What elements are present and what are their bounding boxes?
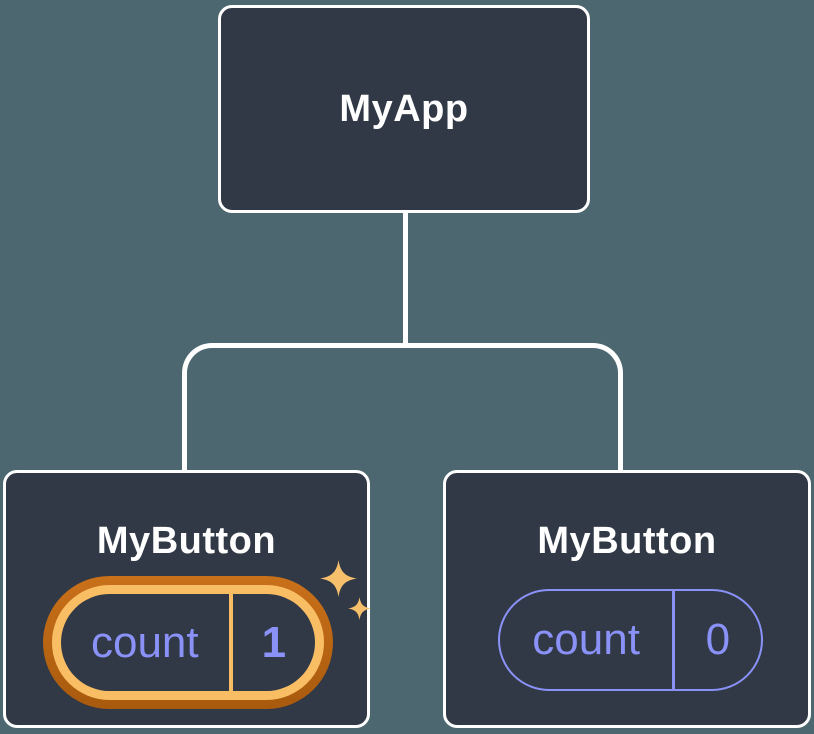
sparkles-icon [320, 560, 371, 620]
state-value: 0 [705, 615, 731, 664]
state-key-label: count [532, 615, 640, 664]
pill-divider [228, 594, 233, 691]
state-value: 1 [261, 617, 287, 667]
state-pill-highlight-ring: count 1 [43, 576, 333, 709]
connector-root-stem [403, 210, 408, 348]
state-pill-inner-ring: count 1 [52, 585, 324, 700]
root-node-label: MyApp [339, 87, 469, 130]
pill-divider [672, 591, 675, 689]
state-pill: count 1 [61, 594, 315, 691]
child-node-label: MyButton [96, 520, 277, 562]
state-pill: count 0 [498, 589, 763, 691]
connector-branch-bracket [182, 343, 623, 470]
state-key-label: count [90, 617, 199, 667]
child-node-mybutton-initial: MyButton count 0 [443, 470, 811, 728]
child-node-label: MyButton [537, 520, 717, 562]
child-node-mybutton-updated: MyButton count 1 [3, 470, 371, 728]
root-node-myapp: MyApp [218, 5, 590, 213]
